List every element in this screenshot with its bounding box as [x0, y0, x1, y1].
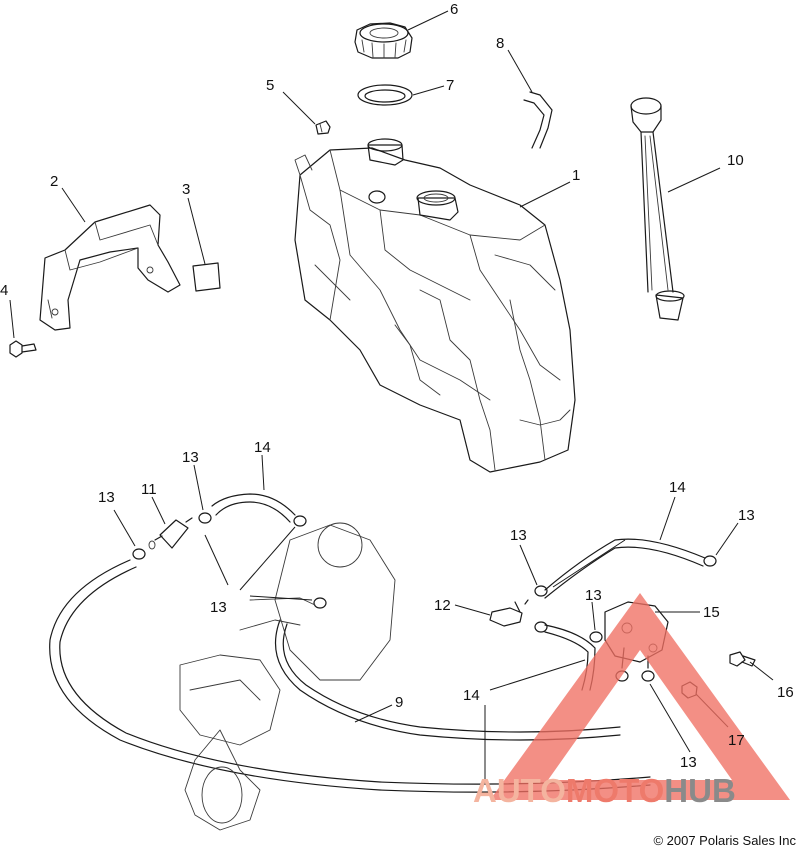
clip-part-5: [315, 120, 331, 135]
gasket-part-7: [357, 84, 413, 106]
callout-6: 6: [450, 1, 458, 18]
callout-17: 17: [728, 732, 745, 749]
hose-clamps-part-13: [132, 512, 717, 682]
callout-3: 3: [182, 181, 190, 198]
callout-5: 5: [266, 77, 274, 94]
copyright-notice: © 2007 Polaris Sales Inc: [653, 833, 796, 848]
callout-4: 4: [0, 282, 8, 299]
watermark-moto: MOTO: [566, 772, 664, 809]
watermark-hub: HUB: [664, 772, 736, 809]
fuel-filter-part-11: [148, 517, 193, 550]
bolt-part-4: [9, 340, 37, 358]
callout-10: 10: [727, 152, 744, 169]
callout-14-a: 14: [254, 439, 271, 456]
callout-13-d: 13: [510, 527, 527, 544]
fuel-sender-part-10: [630, 97, 685, 321]
callout-13-c: 13: [210, 599, 227, 616]
callout-8: 8: [496, 35, 504, 52]
pad-part-3: [192, 262, 221, 292]
fuel-tank-part-1: [294, 138, 576, 473]
callout-13-g: 13: [680, 754, 697, 771]
callout-16: 16: [777, 684, 794, 701]
callout-13-a: 13: [182, 449, 199, 466]
callout-12: 12: [434, 597, 451, 614]
callout-2: 2: [50, 173, 58, 190]
callout-14-b: 14: [669, 479, 686, 496]
screw-part-16: [729, 651, 756, 667]
fuel-cap-part-6: [354, 22, 413, 59]
callout-9: 9: [395, 694, 403, 711]
callout-15: 15: [703, 604, 720, 621]
callout-13-e: 13: [738, 507, 755, 524]
connector-part-12: [489, 599, 529, 627]
callout-labels: 1 2 3 4 5 6 7 8 9 10 11 12 13 13 13 13 1…: [0, 1, 794, 771]
callout-7: 7: [446, 77, 454, 94]
callout-1: 1: [572, 167, 580, 184]
callout-11: 11: [141, 481, 157, 498]
svg-text:AUTOMOTOHUB: AUTOMOTOHUB: [473, 772, 736, 809]
callout-13-b: 13: [98, 489, 115, 506]
automotohub-watermark: AUTOMOTOHUB: [473, 593, 790, 809]
watermark-auto: AUTO: [473, 772, 566, 809]
mounting-bracket-part-2: [39, 204, 181, 331]
vent-hose-part-8: [523, 91, 553, 149]
engine-throttle-body: [179, 522, 396, 831]
watermark-triangle: [490, 593, 790, 800]
callout-13-f: 13: [585, 587, 602, 604]
callout-14-c: 14: [463, 687, 480, 704]
